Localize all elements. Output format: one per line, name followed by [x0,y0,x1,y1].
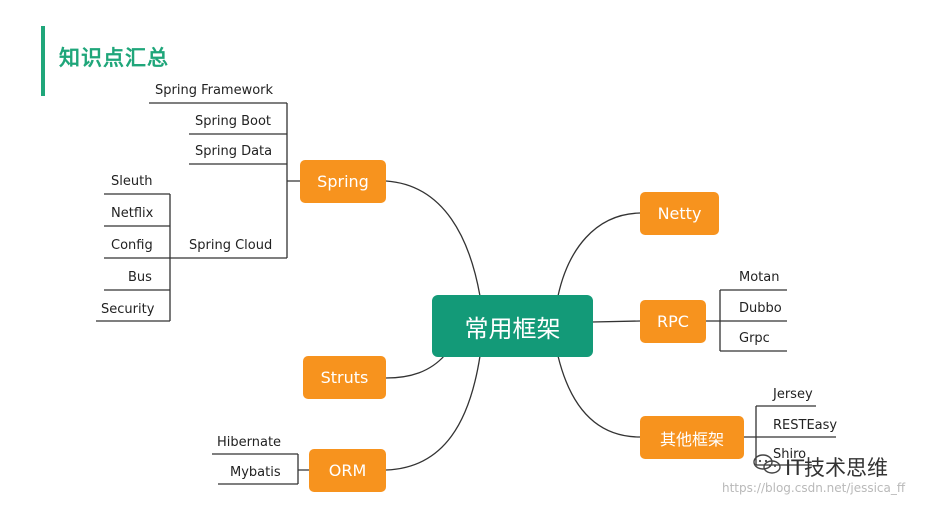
leaf-spring-cloud: Spring Cloud [189,238,273,253]
edge-root-orm [385,355,481,471]
branch-netty: Netty [640,192,719,235]
wechat-icon [753,454,781,474]
branch-other: 其他框架 [640,416,744,459]
page-title: 知识点汇总 [59,46,169,70]
root-label: 常用框架 [464,314,561,343]
leaf-cloud-netflix: Netflix [111,206,154,221]
edge-rpc-trunk [706,290,721,351]
watermark-name: IT技术思维 [785,456,889,480]
leaf-other-jersey: Jersey [773,387,813,402]
leaf-other-shiro: Shiro [773,447,807,462]
leaf-rpc-grpc: Grpc [739,331,770,346]
branch-rpc: RPC [640,300,706,343]
edge-root-struts [385,354,446,379]
branch-orm: ORM [309,449,386,492]
leaf-spring-data: Spring Data [195,144,273,159]
leaf-orm-mybatis: Mybatis [230,465,281,480]
root-node: 常用框架 [432,295,593,357]
leaf-cloud-bus: Bus [128,270,152,285]
edge-root-spring [385,180,481,297]
leaf-cloud-security: Security [101,302,155,317]
title-accent-bar [41,26,45,96]
leaf-other-resteasy: RESTEasy [773,418,838,433]
edge-root-netty [557,212,641,297]
edge-spring-trunk [286,103,300,258]
branch-other-label: 其他框架 [659,429,724,449]
branch-spring-label: Spring [317,172,369,191]
leaf-rpc-motan: Motan [739,270,780,285]
edge-root-rpc [591,320,641,323]
edge-other-trunk [744,406,757,465]
branch-rpc-label: RPC [657,312,689,331]
leaf-spring-framework: Spring Framework [155,83,274,98]
leaf-spring-boot: Spring Boot [195,114,272,129]
edge-root-other [557,355,641,438]
branch-orm-label: ORM [328,461,367,480]
leaf-rpc-dubbo: Dubbo [739,301,782,316]
branch-struts-label: Struts [320,368,369,387]
branch-spring: Spring [300,160,386,203]
edge-orm-trunk [297,454,309,484]
branch-struts: Struts [303,356,386,399]
leaf-orm-hibernate: Hibernate [217,435,282,450]
branch-netty-label: Netty [657,204,702,223]
watermark-url: https://blog.csdn.net/jessica_ff [722,481,906,495]
leaf-cloud-sleuth: Sleuth [111,174,153,189]
leaf-cloud-config: Config [111,238,153,253]
